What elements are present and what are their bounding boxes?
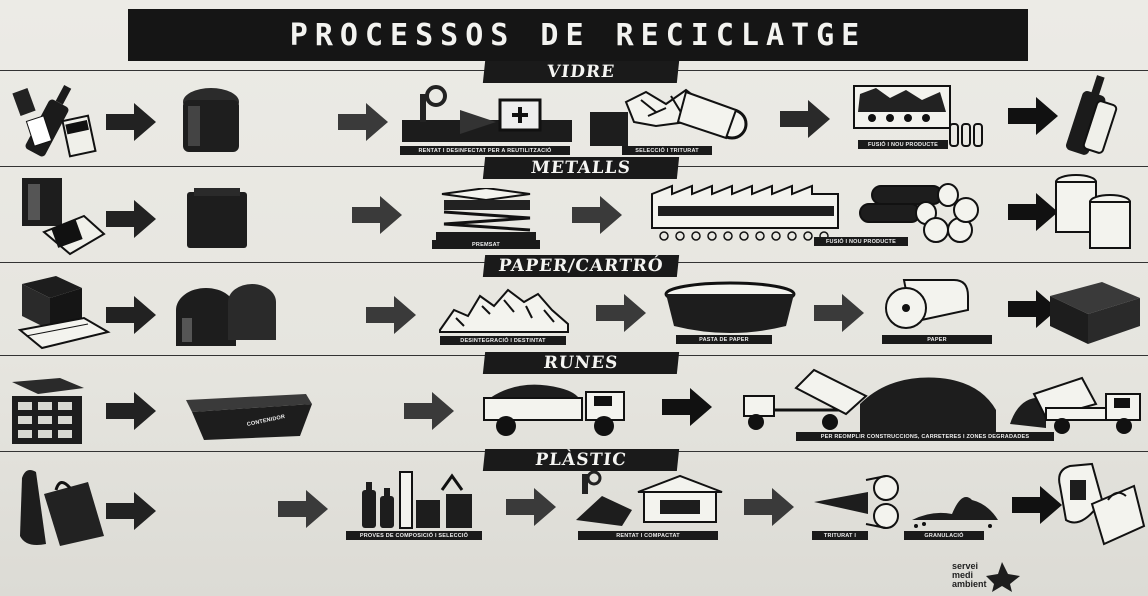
caption: GRANULACIÓ <box>904 531 984 540</box>
arrow-right-icon <box>352 196 402 234</box>
caption: RENTAT I COMPACTAT <box>578 531 718 540</box>
arrow-right-icon <box>662 388 712 426</box>
metal-container-icon <box>187 188 247 248</box>
logo-line: medi <box>952 570 974 580</box>
logo-line: ambient <box>952 579 987 589</box>
arrow-right-icon <box>506 488 556 526</box>
rubble-bricks-icon <box>12 378 84 444</box>
glass-crusher-icon <box>590 88 748 146</box>
arrow-right-icon <box>814 294 864 332</box>
caption: FUSIÓ I NOU PRODUCTE <box>858 140 948 149</box>
plastic-bags-icon <box>20 470 104 546</box>
press-icon <box>436 188 536 244</box>
igloo-container-icon <box>183 88 239 152</box>
foundry-icon <box>651 184 839 241</box>
arrow-right-icon <box>106 103 156 141</box>
washing-compacting-icon <box>576 470 723 526</box>
caption: PASTA DE PAPER <box>676 335 772 344</box>
arrow-right-icon <box>572 196 622 234</box>
section-label-metalls: METALLS <box>482 157 680 179</box>
caption: PREMSAT <box>432 240 540 249</box>
caption: PAPER <box>882 335 992 344</box>
caption: RENTAT I DESINFECTAT PER A REUTILITZACIÓ <box>400 146 570 155</box>
skip-container-icon <box>186 394 312 440</box>
caption: PROVES DE COMPOSICIÓ I SELECCIÓ <box>346 531 482 540</box>
caption: DESINTEGRACIÓ I DESTINTAT <box>440 336 566 345</box>
tipping-truck-landfill-icon <box>743 368 996 434</box>
truck-unloading-icon <box>1010 376 1141 434</box>
arrow-right-icon <box>744 488 794 526</box>
paper-igloo-containers-icon <box>176 284 276 346</box>
logo-line: servei <box>952 561 979 571</box>
arrow-right-icon <box>780 100 830 138</box>
arrow-right-icon <box>596 294 646 332</box>
metal-rolls-icon <box>859 183 979 243</box>
caption: PER REOMPLIR CONSTRUCCIONS, CARRETERES I… <box>796 432 1054 441</box>
glass-furnace-icon <box>853 85 983 147</box>
arrow-right-icon <box>106 200 156 238</box>
pulp-tank-icon <box>664 281 796 333</box>
arrow-right-icon <box>366 296 416 334</box>
arrow-right-icon <box>106 492 156 530</box>
section-label-runes: RUNES <box>482 352 680 374</box>
arrow-right-icon <box>106 296 156 334</box>
page-title: PROCESSOS DE RECICLATGE <box>128 9 1028 61</box>
shredded-paper-icon <box>439 288 569 333</box>
arrow-right-icon <box>404 392 454 430</box>
plastic-bottles-selection-icon <box>362 471 472 529</box>
metal-cans-icon <box>22 178 106 256</box>
arrow-right-icon <box>1008 97 1058 135</box>
caption: SELECCIÓ I TRITURAT <box>622 146 712 155</box>
new-bottles-icon <box>1065 75 1118 155</box>
cardboard-box-icon <box>1050 282 1140 344</box>
logo-text: servei medi ambient <box>952 562 987 589</box>
paper-roll-icon <box>885 279 969 329</box>
arrow-right-icon <box>1008 193 1058 231</box>
section-label-paper: PAPER/CARTRÓ <box>482 255 680 277</box>
arrow-right-icon <box>1008 290 1058 328</box>
glass-bottles-icon <box>12 85 97 158</box>
caption: FUSIÓ I NOU PRODUCTE <box>814 237 908 246</box>
arrow-right-icon <box>106 392 156 430</box>
caption: TRITURAT I <box>812 531 868 540</box>
paper-cardboard-icon <box>17 276 111 350</box>
arrow-right-icon <box>278 490 328 528</box>
environment-service-logo <box>986 562 1020 592</box>
plastic-products-icon <box>1058 462 1146 546</box>
arrow-right-icon <box>338 103 388 141</box>
arrow-right-icon <box>1012 486 1062 524</box>
dump-truck-icon <box>483 384 625 436</box>
grinder-granules-icon <box>814 475 998 529</box>
section-label-plastic: PLÀSTIC <box>482 449 680 471</box>
cans-product-icon <box>1055 174 1131 249</box>
washing-machine-icon <box>402 85 572 142</box>
